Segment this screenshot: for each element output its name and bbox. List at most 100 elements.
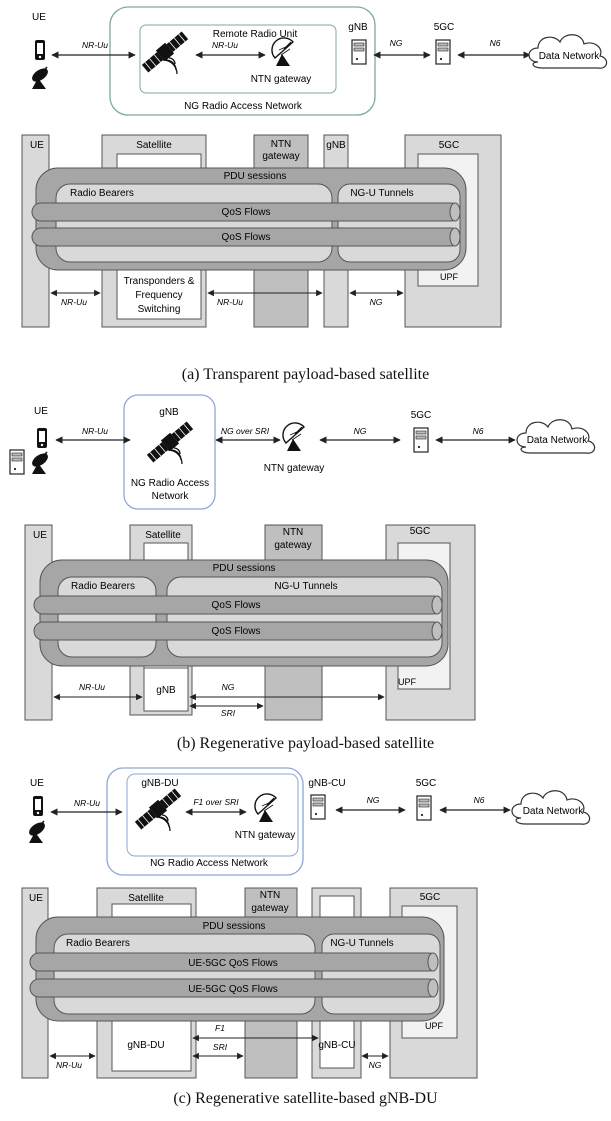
stack-ntn-label-a1: NTN	[271, 139, 292, 150]
ng-label-b: NG	[354, 426, 367, 436]
ran-label-b2: Network	[152, 491, 190, 502]
ngu-tunnels-label-c: NG-U Tunnels	[330, 938, 393, 949]
gnb-cu-label-c: gNB-CU	[308, 778, 345, 789]
caption-c: (c) Regenerative satellite-based gNB-DU	[173, 1090, 438, 1107]
qos-flow-pipe-end-a1	[449, 202, 461, 222]
ng-stack-label-b: NG	[222, 682, 235, 692]
dish-icon	[29, 449, 51, 475]
pdu-sessions-label-a: PDU sessions	[224, 171, 287, 182]
stack-ue-label-a: UE	[30, 140, 44, 151]
nr-uu-stack-label-a2: NR-Uu	[217, 297, 243, 307]
qos-flows-label-b2: QoS Flows	[212, 626, 261, 637]
qos-flow-pipe-end-a2	[449, 227, 461, 247]
remote-radio-unit-label: Remote Radio Unit	[213, 29, 298, 40]
qos-flow-pipe-end-b1	[431, 595, 443, 615]
ng-stack-label-a: NG	[370, 297, 383, 307]
panel-c-stack: UE Satellite NTN gateway 5GC UPF PDU ses…	[21, 887, 478, 1079]
ue-label-c: UE	[30, 778, 44, 789]
data-network-label-c: Data Network	[523, 806, 585, 817]
5gc-label-a: 5GC	[434, 22, 455, 33]
stack-ue-label-b: UE	[33, 530, 47, 541]
stack-gnb-label-b: gNB	[156, 685, 176, 696]
pdu-sessions-label-c: PDU sessions	[203, 921, 266, 932]
stack-satellite-label-a: Satellite	[136, 140, 172, 151]
ran-label-c: NG Radio Access Network	[150, 858, 269, 869]
panel-c-topology: gNB-DU NG Radio Access Network UE NR-Uu …	[26, 767, 591, 876]
phone-icon	[37, 428, 47, 448]
phone-icon	[33, 796, 43, 816]
panel-b-topology: gNB NG Radio Access Network UE NR-Uu NG …	[9, 394, 596, 510]
n6-label-b: N6	[473, 426, 484, 436]
ntn-gateway-label-a: NTN gateway	[251, 74, 312, 85]
nr-uu-stack-label-b: NR-Uu	[79, 682, 105, 692]
n6-label-c: N6	[474, 795, 485, 805]
n6-label-a: N6	[490, 38, 501, 48]
nr-uu-stack-label-a: NR-Uu	[61, 297, 87, 307]
5gc-label-b: 5GC	[411, 410, 432, 421]
sri-stack-label-b: SRI	[221, 708, 236, 718]
data-network-label-a: Data Network	[539, 51, 601, 62]
server-icon	[416, 795, 432, 821]
transponders-label-a2: Frequency	[135, 290, 182, 301]
server-icon	[413, 427, 429, 453]
gateway-dish-icon	[282, 422, 305, 452]
panel-b-stack: UE Satellite NTN gateway 5GC UPF PDU ses…	[24, 524, 476, 721]
upf-label-a: UPF	[440, 272, 459, 282]
stack-5gc-label-c: 5GC	[420, 892, 441, 903]
qos-flows-label-a2: QoS Flows	[222, 232, 271, 243]
data-network-label-b: Data Network	[527, 435, 589, 446]
ran-label-a: NG Radio Access Network	[184, 101, 303, 112]
stack-gnb-cu-label-c: gNB-CU	[318, 1040, 355, 1051]
stack-ntn-label-b2: gateway	[274, 540, 311, 551]
qos-flows-label-b1: QoS Flows	[212, 600, 261, 611]
ran-box-b	[123, 394, 216, 510]
server-icon	[9, 449, 25, 475]
transponders-label-a3: Switching	[138, 304, 181, 315]
sri-stack-label-c: SRI	[213, 1042, 228, 1052]
stack-ntn-label-c1: NTN	[260, 890, 281, 901]
stack-5gc-label-a: 5GC	[439, 140, 460, 151]
radio-bearers-label-c: Radio Bearers	[66, 938, 130, 949]
qos-flow-pipe-end-c1	[427, 952, 439, 972]
ng-label-a: NG	[390, 38, 403, 48]
ntn-gateway-label-b: NTN gateway	[264, 463, 325, 474]
qos-flow-pipe-end-b2	[431, 621, 443, 641]
qos-flows-label-c2: UE-5GC QoS Flows	[188, 984, 277, 995]
f1-stack-label-c: F1	[215, 1023, 225, 1033]
server-icon	[310, 794, 326, 820]
dish-icon	[26, 818, 48, 844]
ngu-tunnels-label-a: NG-U Tunnels	[350, 188, 413, 199]
stack-ntn-label-c2: gateway	[251, 903, 288, 914]
nr-uu-label-a2: NR-Uu	[212, 40, 238, 50]
stack-gnb-label-a: gNB	[326, 140, 346, 151]
nr-uu-label-c: NR-Uu	[74, 798, 100, 808]
gnb-box-b	[143, 667, 189, 712]
radio-bearers-label-b: Radio Bearers	[71, 581, 135, 592]
gnb-du-label-c: gNB-DU	[141, 778, 178, 789]
qos-flow-pipe-end-c2	[427, 978, 439, 998]
ng-over-sri-label-b: NG over SRI	[221, 426, 270, 436]
stack-satellite-label-b: Satellite	[145, 530, 181, 541]
nr-uu-label-b: NR-Uu	[82, 426, 108, 436]
ran-label-b1: NG Radio Access	[131, 478, 209, 489]
ue-label-b: UE	[34, 406, 48, 417]
5gc-label-c: 5GC	[416, 778, 437, 789]
qos-flows-label-c1: UE-5GC QoS Flows	[188, 958, 277, 969]
ng-label-c: NG	[367, 795, 380, 805]
stack-satellite-label-c: Satellite	[128, 893, 164, 904]
ue-label-a: UE	[32, 12, 46, 23]
nr-uu-stack-label-c: NR-Uu	[56, 1060, 82, 1070]
transponders-label-a1: Transponders &	[124, 276, 195, 287]
caption-a: (a) Transparent payload-based satellite	[181, 366, 430, 383]
stack-ue-label-c: UE	[29, 893, 43, 904]
server-icon	[435, 39, 451, 65]
nr-uu-label-a: NR-Uu	[82, 40, 108, 50]
stack-ntn-label-b1: NTN	[283, 527, 304, 538]
radio-bearers-label-a: Radio Bearers	[70, 188, 134, 199]
upf-label-b: UPF	[398, 677, 417, 687]
phone-icon	[35, 40, 45, 60]
panel-a-stack: UE Satellite NTN gateway gNB 5GC UPF PDU…	[21, 134, 502, 328]
f1-over-sri-label-c: F1 over SRI	[193, 797, 239, 807]
gnb-label-a: gNB	[348, 22, 368, 33]
